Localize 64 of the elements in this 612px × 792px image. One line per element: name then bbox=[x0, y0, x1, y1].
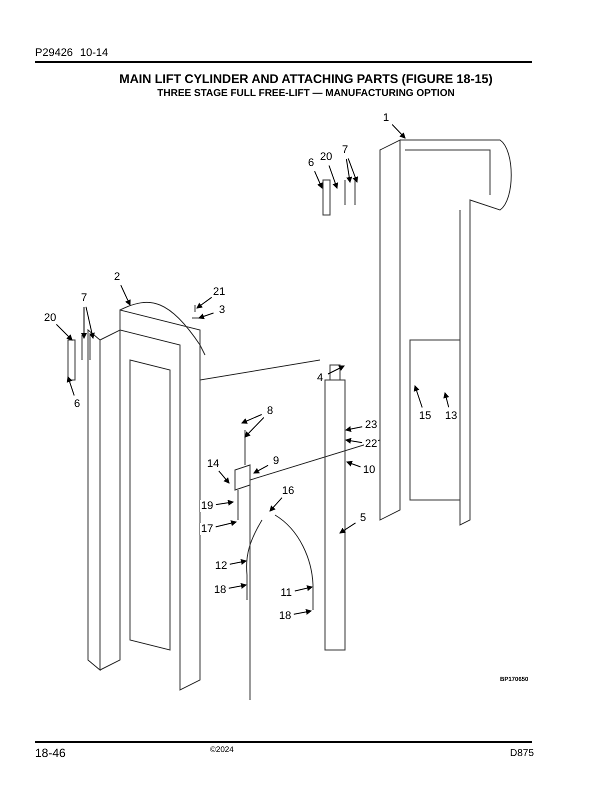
leader-arrow bbox=[328, 366, 345, 374]
leader-arrow bbox=[314, 170, 323, 189]
callout-number: 10 bbox=[362, 464, 376, 476]
callout-number: 12 bbox=[214, 560, 228, 572]
leader-arrow bbox=[228, 583, 247, 589]
callout-number: 8 bbox=[266, 405, 274, 417]
leader-arrow bbox=[346, 460, 361, 468]
revision-date: 10-14 bbox=[80, 47, 108, 59]
callout-number: 1 bbox=[382, 112, 390, 124]
leader-arrow bbox=[86, 306, 95, 339]
leader-arrow bbox=[443, 392, 450, 408]
leader-arrow bbox=[120, 284, 131, 306]
callout-number: 22 bbox=[364, 438, 378, 450]
document-number: P29426 bbox=[35, 47, 73, 59]
callout-number: 21 bbox=[212, 286, 226, 298]
subtitle: THREE STAGE FULL FREE-LIFT — MANUFACTURING OPTION bbox=[156, 88, 456, 99]
leader-arrow bbox=[196, 296, 212, 309]
leader-arrow bbox=[339, 522, 356, 534]
callout-number: 3 bbox=[218, 304, 226, 316]
callout-number: 18 bbox=[213, 584, 228, 596]
leader-arrow bbox=[346, 158, 352, 183]
callout-number: 4 bbox=[316, 372, 324, 384]
callout-number: 20 bbox=[43, 312, 58, 324]
document-code: D875 bbox=[510, 748, 534, 759]
callout-number: 7 bbox=[341, 144, 350, 156]
callout-number: 23 bbox=[364, 419, 378, 431]
copyright-note: ©2024 bbox=[210, 745, 234, 754]
callout-number: 13 bbox=[444, 410, 458, 422]
leader-arrow bbox=[392, 124, 406, 139]
leader-arrow bbox=[229, 559, 247, 565]
leader-arrow bbox=[218, 470, 230, 484]
callout-number: 6 bbox=[307, 157, 316, 169]
leader-arrow bbox=[293, 609, 312, 615]
callout-number: 5 bbox=[359, 512, 368, 524]
callout-number: 16 bbox=[281, 485, 296, 497]
leader-arrow bbox=[244, 417, 264, 438]
callout-number: 18 bbox=[278, 610, 292, 622]
callout-number: 15 bbox=[418, 410, 432, 422]
callout-number: 20 bbox=[319, 151, 334, 163]
callout-number: 7 bbox=[80, 292, 88, 304]
callout-number: 14 bbox=[206, 458, 220, 470]
leader-arrow bbox=[241, 414, 262, 424]
leader-arrow bbox=[348, 158, 358, 183]
leader-arrow bbox=[56, 324, 73, 341]
leader-arrow bbox=[81, 306, 87, 339]
callout-number: 9 bbox=[272, 455, 280, 467]
leader-arrow bbox=[414, 385, 423, 408]
leader-arrow bbox=[215, 520, 237, 528]
leader-arrow bbox=[345, 426, 363, 432]
leader-arrow bbox=[253, 464, 269, 474]
leader-arrow bbox=[269, 497, 282, 512]
leader-arrow bbox=[345, 438, 363, 444]
page-number: 18-46 bbox=[35, 746, 66, 760]
figure-title: MAIN LIFT CYLINDER AND ATTACHING PARTS (FIGURE 18-15) bbox=[118, 72, 494, 86]
leader-arrow bbox=[215, 500, 234, 506]
callout-number: 11 bbox=[280, 587, 293, 599]
callout-number: 17 bbox=[200, 523, 214, 535]
callout-number: 6 bbox=[73, 398, 82, 410]
leader-arrow bbox=[198, 312, 214, 320]
callout-number: 2 bbox=[113, 271, 122, 283]
leader-arrow bbox=[294, 585, 313, 592]
leader-arrow bbox=[66, 376, 75, 396]
leader-arrow bbox=[328, 165, 338, 189]
callout-number: 19 bbox=[200, 500, 214, 512]
